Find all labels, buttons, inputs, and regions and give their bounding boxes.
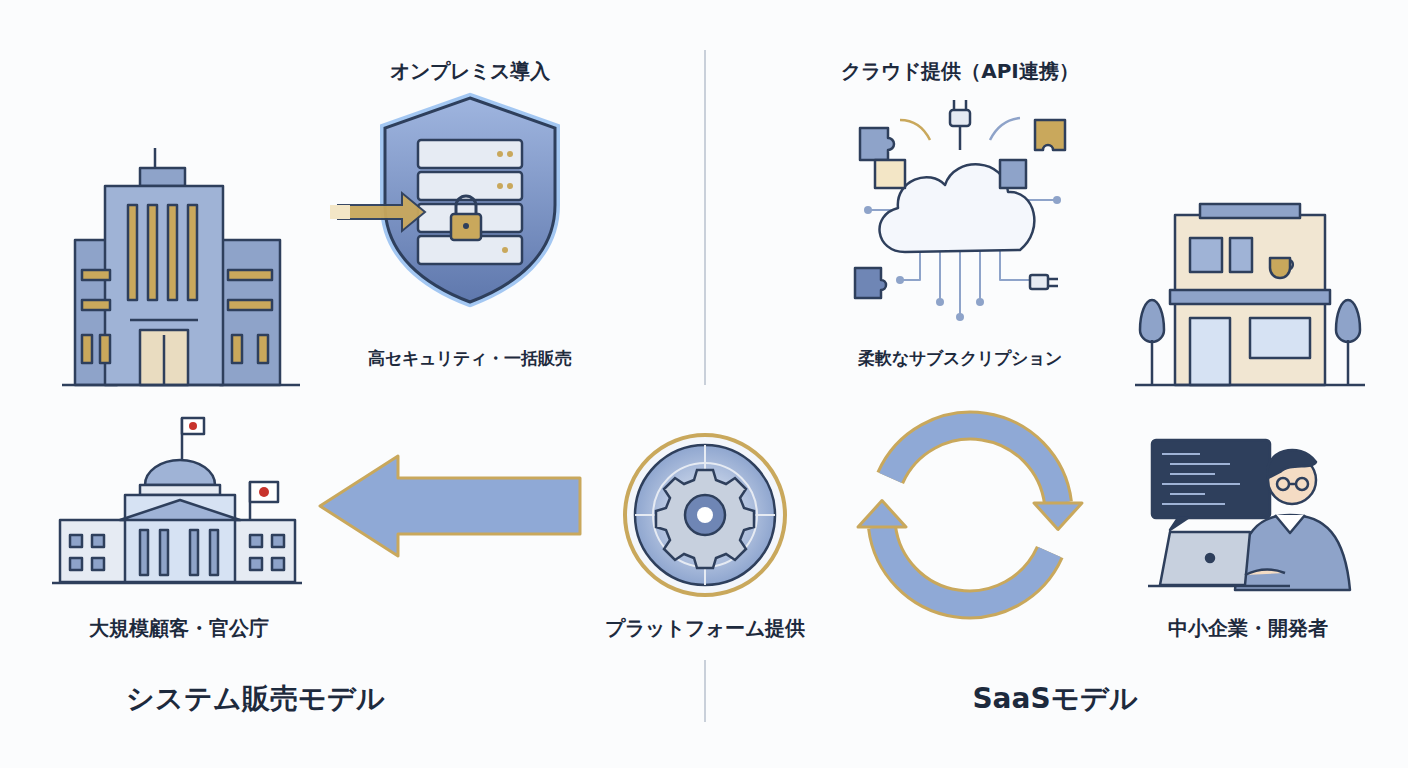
enterprise-customer: 大規模顧客・官公庁 [48,410,310,642]
arrow-head [858,501,906,527]
platform-gear [625,435,785,595]
divider [704,50,706,385]
on-premise-panel: オンプレミス導入高セキュリティ・一括販売 [320,58,620,370]
cloud-api [855,100,1065,321]
model-label: システム販売モデル [126,680,385,718]
cycle-arc [882,527,1050,604]
flow-arrow [320,456,580,556]
smb-developer: 中小企業・開発者 [1120,428,1375,642]
cloud-panel: クラウド提供（API連携） 柔軟なサブスクリプション [800,58,1120,370]
platform-node: プラットフォーム提供 [590,428,820,642]
panel-heading: クラウド提供（API連携） [841,58,1079,85]
node-label: 高セキュリティ・一括販売 [368,347,572,370]
corporate-building [62,148,300,385]
cycle-arc-outline [882,527,1050,604]
connector [320,456,580,556]
model-label: SaaSモデル [972,680,1137,718]
panel-heading: オンプレミス導入 [390,58,550,85]
small-shop [1135,204,1365,385]
divider [704,660,706,722]
node-label: プラットフォーム提供 [605,615,805,642]
cycle-arc [890,426,1058,503]
arrow-head [1034,503,1082,529]
developer [1148,440,1350,590]
government-building [52,418,302,583]
security-shield [330,98,555,302]
node-label: 中小企業・開発者 [1168,615,1328,642]
cycle-arc-outline [890,426,1058,503]
node-label: 柔軟なサブスクリプション [858,347,1062,370]
connector [858,426,1082,605]
node-label: 大規模顧客・官公庁 [89,615,269,642]
